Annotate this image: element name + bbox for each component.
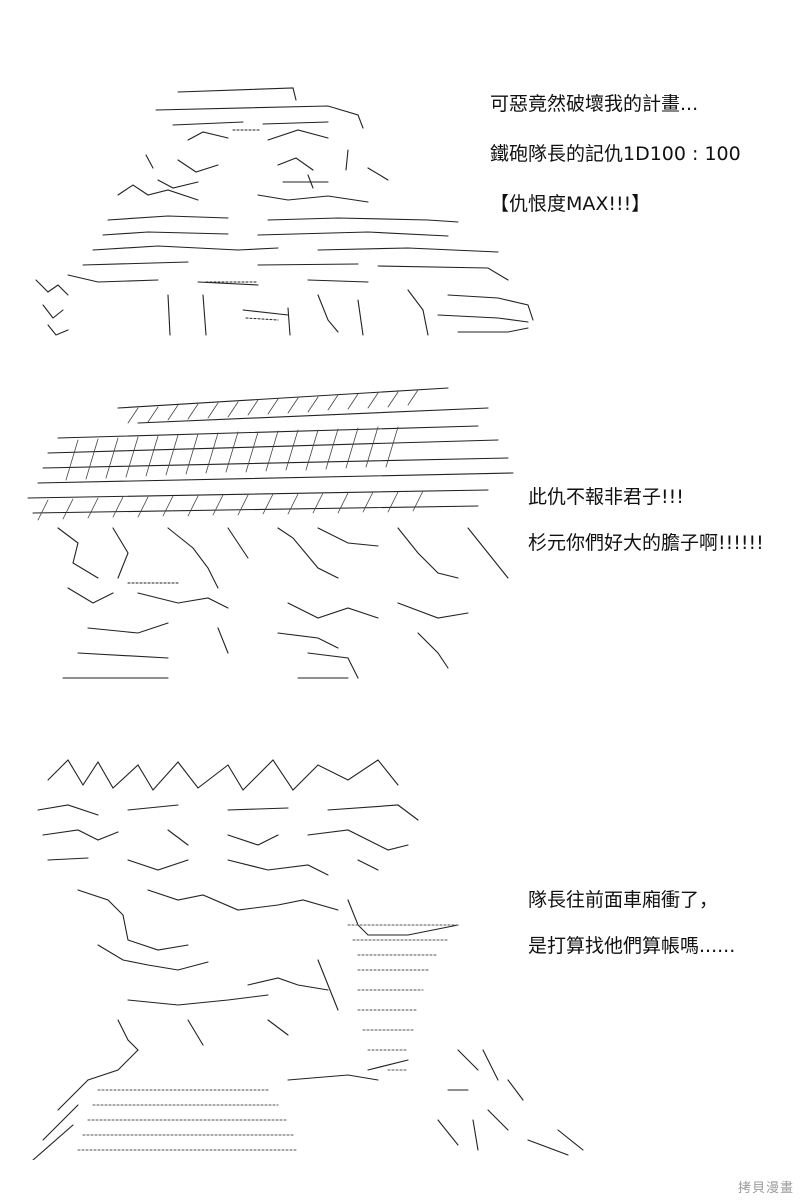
ascii-art-drawing-2 — [27, 387, 514, 679]
caption-line: 杉元你們好大的膽子啊!!!!!! — [528, 532, 764, 554]
caption-line-emphasis: 【仇恨度MAX!!!】 — [490, 193, 651, 215]
panel-3: 隊長往前面車廂衝了， 是打算找他們算帳嗎...... — [0, 740, 800, 1160]
watermark: 拷貝漫畫 — [737, 1181, 794, 1196]
panel-2-captions: 此仇不報非君子!!! 杉元你們好大的膽子啊!!!!!! — [528, 485, 764, 577]
panel-1-captions: 可惡竟然破壞我的計畫... 鐵砲隊長的記仇1D100 : 100 【仇恨度MAX… — [490, 92, 741, 242]
ascii-art-drawing-1 — [35, 87, 534, 336]
caption-line: 隊長往前面車廂衝了， — [528, 889, 719, 911]
ascii-art-panel-3 — [28, 750, 608, 1160]
panel-3-captions: 隊長往前面車廂衝了， 是打算找他們算帳嗎...... — [528, 888, 735, 980]
panel-2: 此仇不報非君子!!! 杉元你們好大的膽子啊!!!!!! — [0, 370, 800, 700]
panel-1: 可惡竟然破壞我的計畫... 鐵砲隊長的記仇1D100 : 100 【仇恨度MAX… — [0, 60, 800, 340]
ascii-art-panel-2 — [18, 378, 518, 693]
caption-line: 是打算找他們算帳嗎...... — [528, 935, 736, 957]
ascii-art-panel-1 — [28, 70, 558, 340]
ascii-art-drawing-3 — [32, 759, 584, 1160]
caption-line: 可惡竟然破壞我的計畫... — [490, 93, 699, 115]
caption-line: 鐵砲隊長的記仇1D100 : 100 — [490, 143, 741, 165]
caption-line: 此仇不報非君子!!! — [528, 486, 684, 508]
